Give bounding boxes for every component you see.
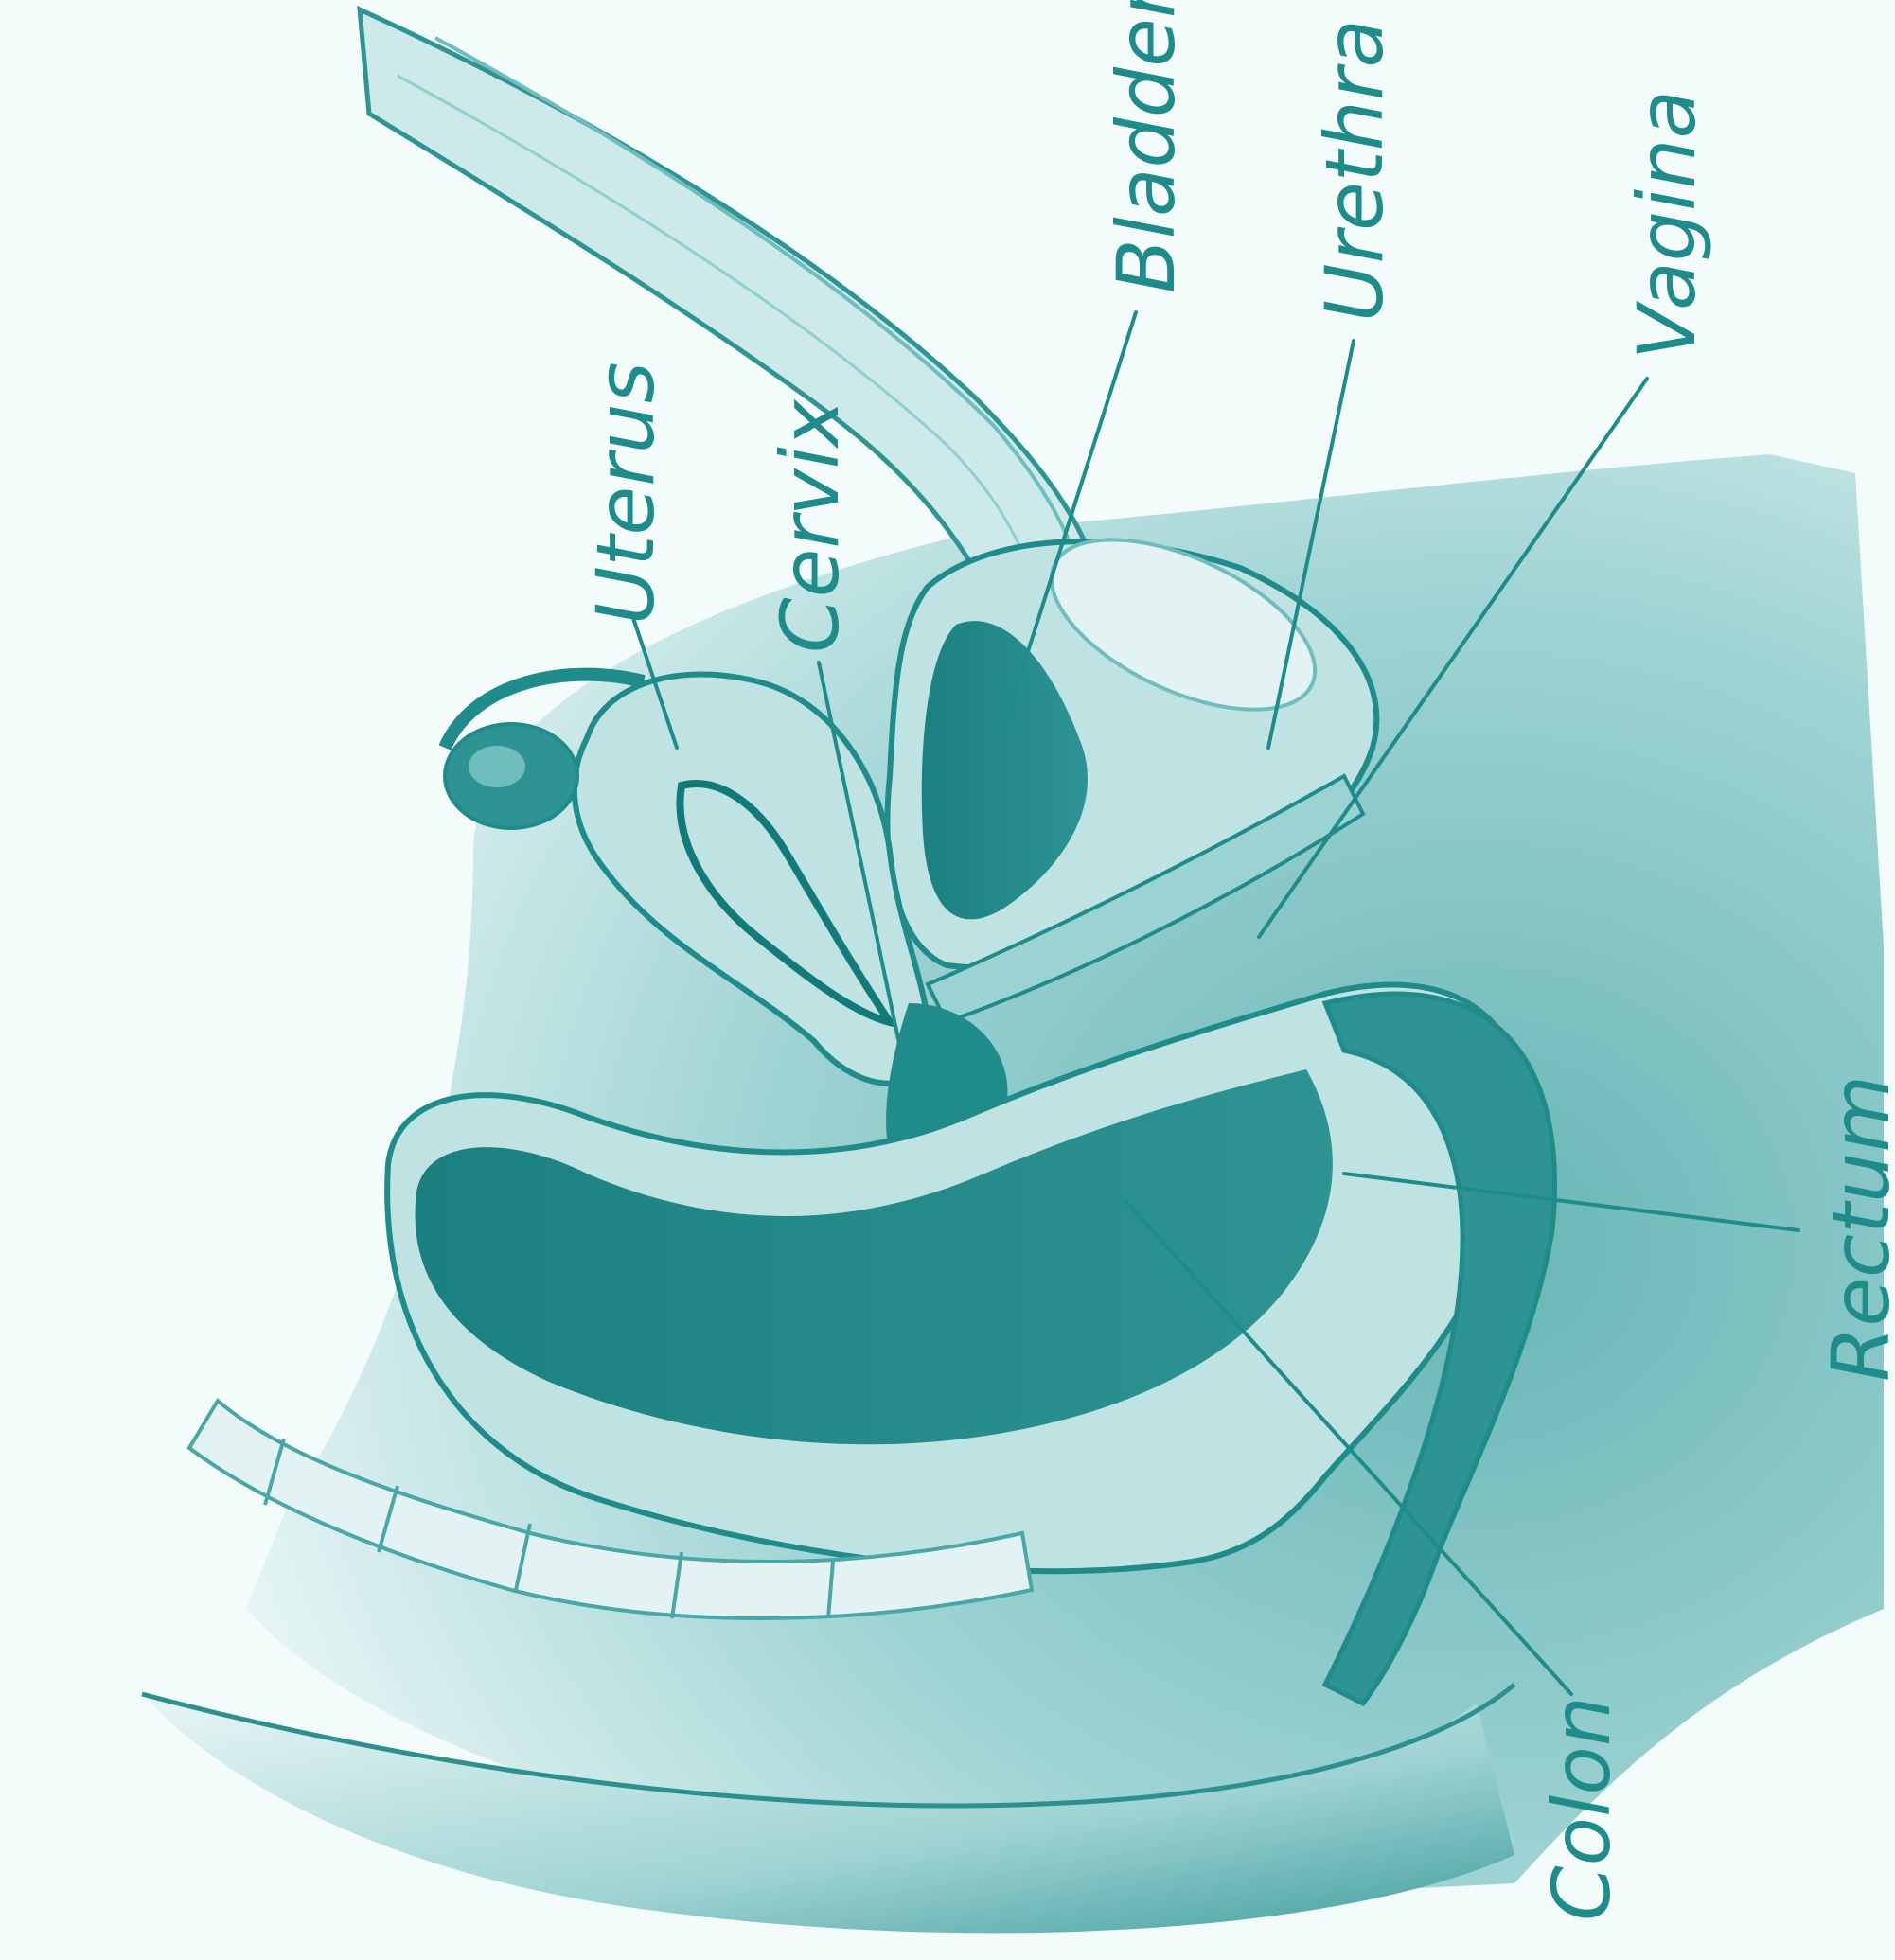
label-vagina: Vagina (1620, 90, 1713, 360)
label-cervix: Cervix (764, 398, 857, 653)
label-colon: Colon (1535, 1696, 1628, 1921)
ovary-highlight (469, 746, 525, 787)
abdominal-wall (360, 9, 1107, 625)
label-urethra: Urethra (1308, 19, 1401, 322)
label-uterus: Uterus (579, 362, 672, 625)
label-rectum: Rectum (1815, 1075, 1895, 1382)
label-bladder: Bladder (1100, 0, 1193, 293)
